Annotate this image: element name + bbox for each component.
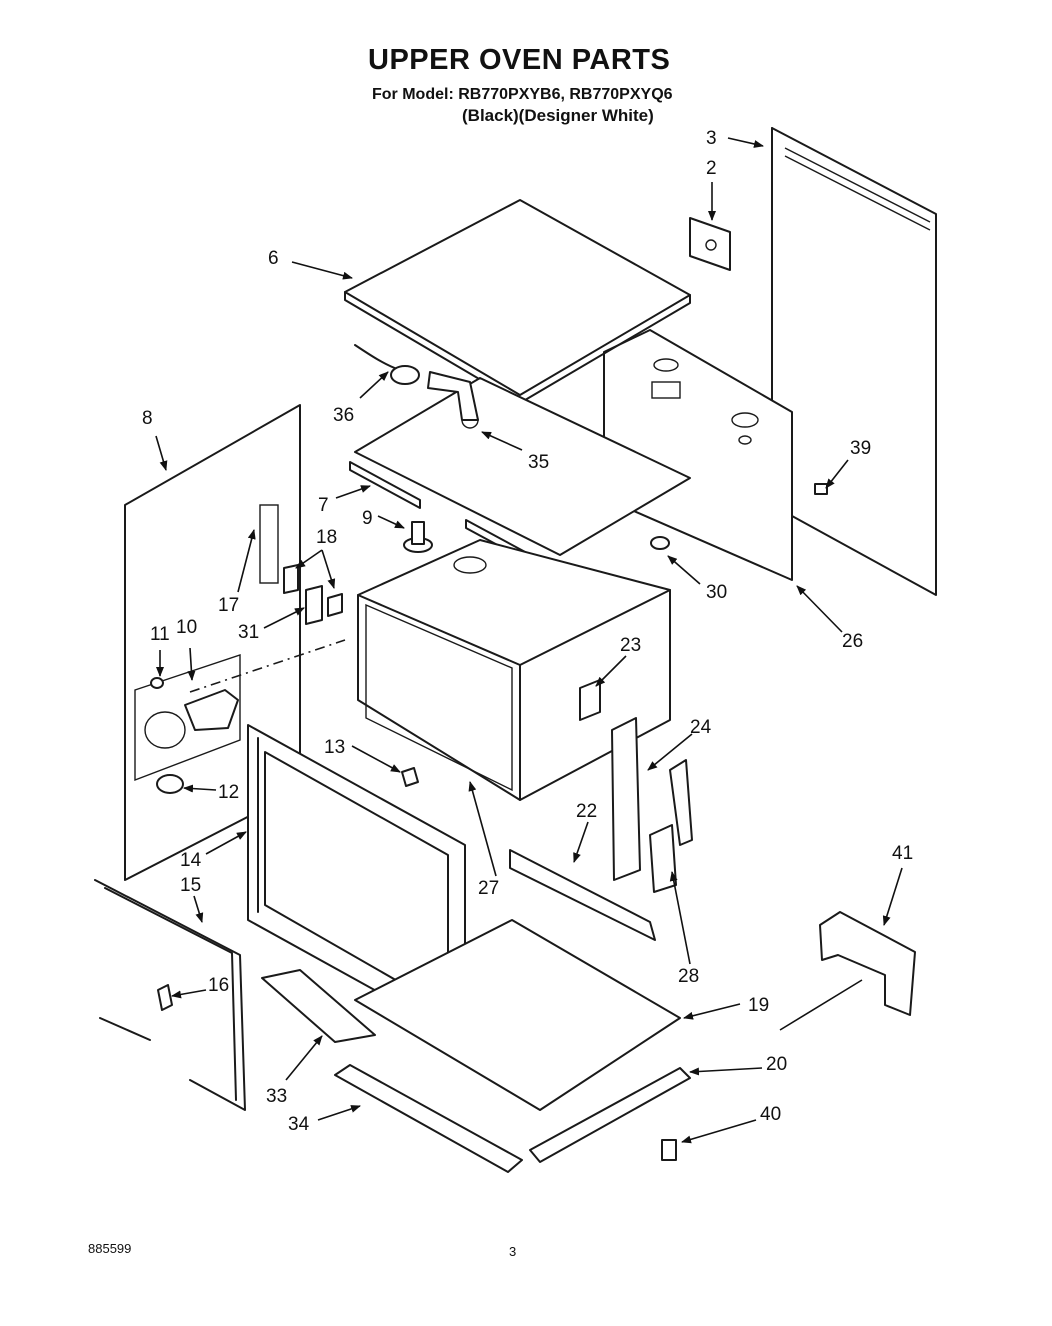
callout-15: 15 [180,875,201,896]
callout-28: 28 [678,966,699,987]
clips-parts-39-40 [661,483,828,1161]
callout-34: 34 [288,1114,310,1135]
hinge-strip-part-24 [611,717,641,881]
callout-17: 17 [218,595,239,616]
callout-41: 41 [892,843,913,864]
variant-line: (Black)(Designer White) [462,106,654,125]
bottom-panel-part-19 [354,919,681,1111]
callout-22: 22 [576,801,597,822]
sensor-part-9 [403,521,433,553]
callout-16: 16 [208,975,229,996]
callout-39: 39 [850,438,871,459]
leader-lines [155,137,903,1144]
page-number: 3 [509,1244,517,1259]
cover-part-41 [819,911,916,1016]
trim-parts-20-34 [334,1064,691,1173]
document-number: 885599 [88,1241,132,1256]
callout-10: 10 [176,617,197,638]
callout-7: 7 [318,495,329,516]
callout-19: 19 [748,995,769,1016]
callout-18: 18 [316,527,337,548]
plug-part-30 [650,536,670,550]
bracket-part-23 [579,679,601,721]
side-panel-part-3 [771,127,937,596]
oven-top-plate-part-7 [349,377,691,569]
callout-numbers: 3 2 6 36 35 8 7 9 18 39 17 31 30 26 11 1… [142,128,913,1135]
callout-36: 36 [333,405,354,426]
oven-cavity-part-27 [357,539,671,801]
page-title: UPPER OVEN PARTS [368,44,671,76]
bracket-part-2 [689,217,731,271]
callout-23: 23 [620,635,641,656]
vent-tube-part-36 [354,344,479,421]
callout-33: 33 [266,1086,287,1107]
callout-27: 27 [478,878,499,899]
door-gasket-part-15 [94,879,246,1111]
lamp-assembly-parts-10-11-12 [150,639,346,794]
callout-8: 8 [142,408,153,429]
rail-part-22 [509,849,656,941]
clip-part-13 [401,767,419,787]
callout-14: 14 [180,850,202,871]
hinge-part-28 [649,759,693,893]
callout-30: 30 [706,582,727,603]
callout-31: 31 [238,622,259,643]
callout-9: 9 [362,508,373,529]
callout-20: 20 [766,1054,787,1075]
model-line: For Model: RB770PXYB6, RB770PXYQ6 [372,86,673,103]
rail-part-33 [261,969,376,1043]
callout-40: 40 [760,1104,781,1125]
front-frame-part-14 [247,724,466,1041]
brackets-17-18-31 [283,564,343,625]
callout-2: 2 [706,158,717,179]
callout-3: 3 [706,128,717,149]
callout-11: 11 [150,624,170,645]
callout-24: 24 [690,717,712,738]
callout-35: 35 [528,452,549,473]
callout-6: 6 [268,248,279,269]
callout-12: 12 [218,782,239,803]
callout-26: 26 [842,631,863,652]
clip-part-16 [157,984,173,1011]
callout-13: 13 [324,737,345,758]
